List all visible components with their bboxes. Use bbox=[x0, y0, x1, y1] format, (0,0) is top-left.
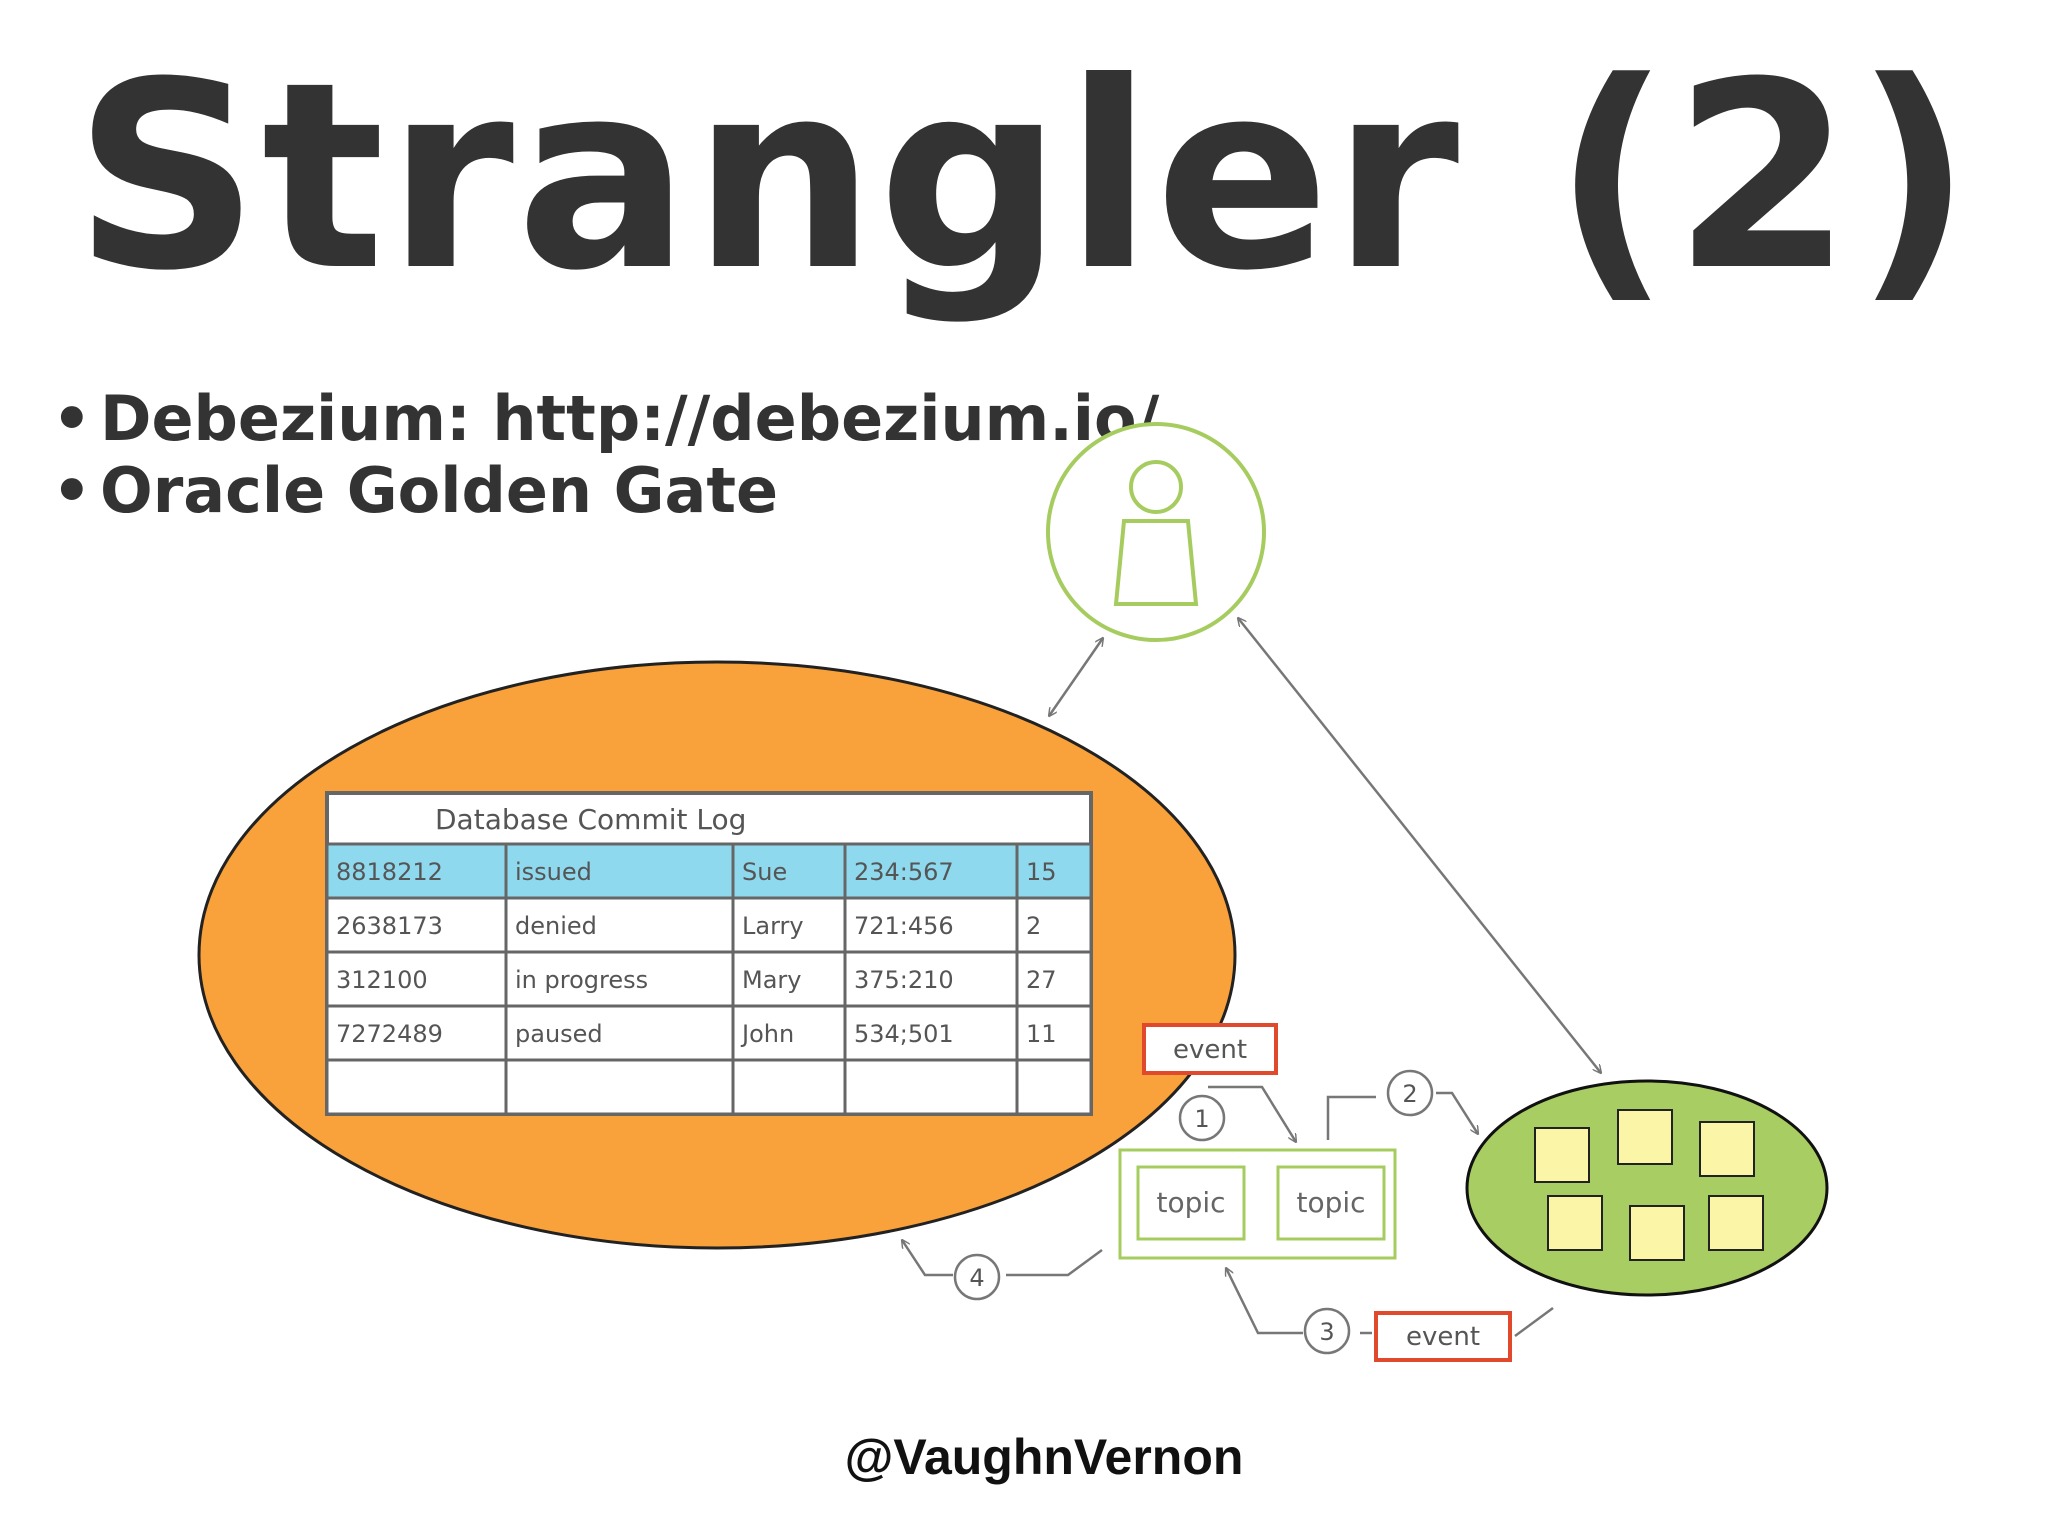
table-row bbox=[325, 1004, 1093, 1062]
event-label-1: event bbox=[1173, 1035, 1247, 1065]
topic-container: topic topic bbox=[1118, 1148, 1397, 1260]
step-4-label: 4 bbox=[969, 1264, 984, 1292]
step-2-label: 2 bbox=[1402, 1080, 1417, 1108]
author-handle: @VaughnVernon bbox=[844, 1429, 1244, 1485]
user-circle bbox=[1046, 422, 1266, 642]
table-row bbox=[325, 1058, 1093, 1116]
slide-title: Strangler (2) bbox=[73, 27, 1975, 327]
arrow-event-to-topic bbox=[1208, 1085, 1296, 1142]
table-cell: 721:456 bbox=[854, 912, 954, 940]
commit-log-table: Database Commit Log 8818212 issued Sue 234:5… bbox=[325, 791, 1093, 1116]
table-cell: 8818212 bbox=[336, 858, 443, 886]
step-1-label: 1 bbox=[1194, 1105, 1209, 1133]
table-cell: Mary bbox=[742, 966, 801, 994]
topic-box-2: topic bbox=[1276, 1165, 1386, 1241]
step-3-label: 3 bbox=[1319, 1318, 1334, 1346]
sticky-note bbox=[1547, 1195, 1603, 1251]
person-icon bbox=[1113, 460, 1199, 606]
table-cell: 11 bbox=[1026, 1020, 1057, 1048]
table-cell: 375:210 bbox=[854, 966, 954, 994]
table-cell: 27 bbox=[1026, 966, 1057, 994]
step-3-marker: 3 bbox=[1303, 1307, 1351, 1355]
user-node bbox=[1046, 422, 1266, 642]
step-2-marker: 2 bbox=[1386, 1069, 1434, 1117]
table-cell: John bbox=[740, 1020, 794, 1048]
table-cell: Sue bbox=[742, 858, 787, 886]
table-row bbox=[325, 950, 1093, 1008]
service-node bbox=[1465, 1079, 1829, 1297]
bullet-debezium: Debezium: http://debezium.io/ bbox=[52, 383, 1159, 455]
arrow-topic-to-step2 bbox=[1326, 1095, 1376, 1140]
event-label-2: event bbox=[1406, 1322, 1480, 1352]
arrow-event2-to-topic bbox=[1226, 1268, 1303, 1335]
table-row bbox=[325, 896, 1093, 954]
table-cell: 2 bbox=[1026, 912, 1041, 940]
arrow-step4-to-database bbox=[902, 1240, 953, 1277]
topic-label-1: topic bbox=[1156, 1186, 1225, 1219]
table-cell: paused bbox=[515, 1020, 603, 1048]
commit-log-title: Database Commit Log bbox=[435, 803, 746, 836]
arrow-service-to-event2 bbox=[1514, 1306, 1554, 1338]
step-1-marker: 1 bbox=[1178, 1094, 1226, 1142]
table-cell: 534;501 bbox=[854, 1020, 954, 1048]
table-cell: 7272489 bbox=[336, 1020, 443, 1048]
event-box-2: event bbox=[1374, 1311, 1512, 1362]
table-cell: Larry bbox=[742, 912, 804, 940]
table-cell: 15 bbox=[1026, 858, 1057, 886]
sticky-note bbox=[1534, 1127, 1590, 1183]
bullet-list: Debezium: http://debezium.io/ Oracle Gol… bbox=[52, 383, 1159, 527]
bullet-oracle-golden-gate: Oracle Golden Gate bbox=[52, 455, 1159, 527]
step-4-marker: 4 bbox=[953, 1253, 1001, 1301]
table-cell: 2638173 bbox=[336, 912, 443, 940]
topic-box-1: topic bbox=[1136, 1165, 1246, 1241]
table-cell: in progress bbox=[515, 966, 648, 994]
arrow-step2-to-service bbox=[1436, 1091, 1478, 1134]
sticky-note bbox=[1708, 1195, 1764, 1251]
sticky-note bbox=[1617, 1109, 1673, 1165]
table-cell: 234:567 bbox=[854, 858, 954, 886]
table-cell: issued bbox=[515, 858, 592, 886]
sticky-note bbox=[1699, 1121, 1755, 1177]
arrow-user-database bbox=[1049, 638, 1103, 716]
arrow-user-service bbox=[1238, 618, 1601, 1073]
sticky-note bbox=[1629, 1205, 1685, 1261]
event-box-1: event bbox=[1142, 1023, 1278, 1075]
topic-label-2: topic bbox=[1296, 1186, 1365, 1219]
table-cell: denied bbox=[515, 912, 597, 940]
table-cell: 312100 bbox=[336, 966, 428, 994]
arrow-topic-to-step4 bbox=[1006, 1248, 1103, 1277]
